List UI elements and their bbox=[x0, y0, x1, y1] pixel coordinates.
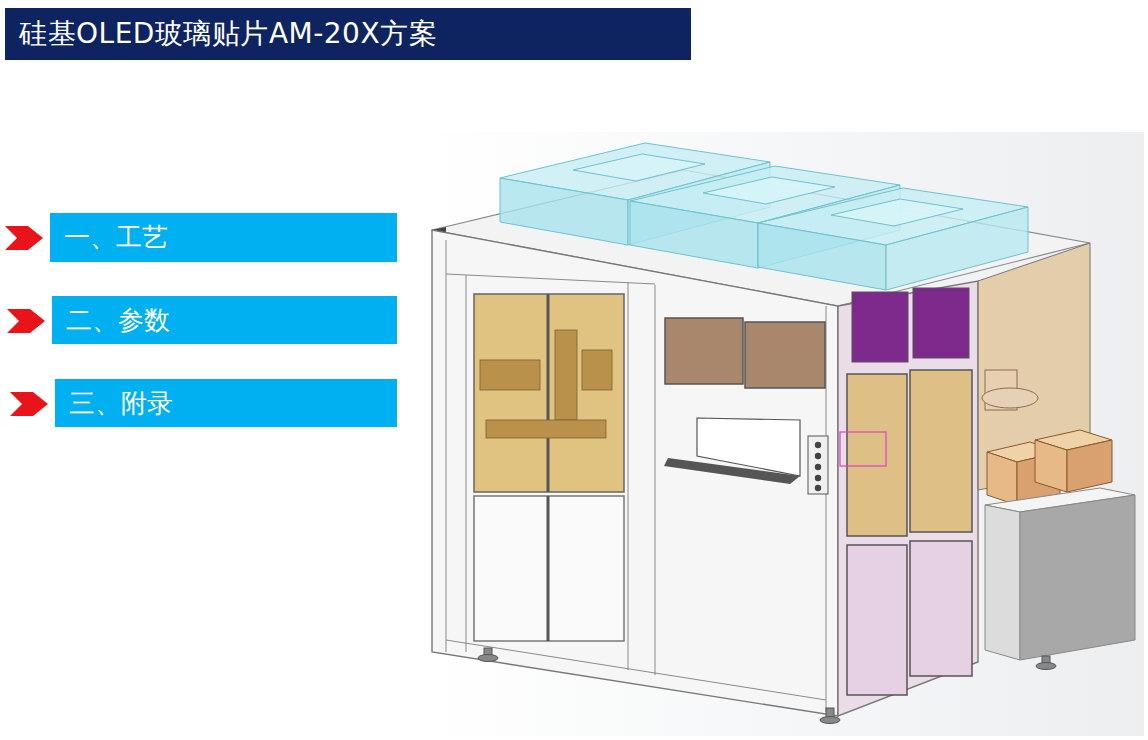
inner-mechanism bbox=[480, 330, 612, 438]
side-face bbox=[838, 281, 978, 716]
slot-tray bbox=[664, 458, 800, 484]
leveling-feet bbox=[478, 648, 1056, 724]
ffu-units bbox=[500, 143, 1028, 290]
side-window bbox=[910, 370, 972, 532]
render-ground bbox=[418, 132, 1144, 736]
menu-label: 二、参数 bbox=[66, 303, 170, 338]
title-bar: 硅基OLED玻璃贴片AM-20X方案 bbox=[5, 8, 691, 60]
purple-panel bbox=[852, 292, 908, 362]
side-lower-panel bbox=[847, 545, 907, 695]
pedestal bbox=[1020, 495, 1135, 660]
purple-panel bbox=[913, 288, 969, 358]
brown-panel bbox=[745, 322, 825, 388]
menu-box: 二、参数 bbox=[52, 296, 397, 344]
menu-box: 三、附录 bbox=[55, 379, 397, 427]
highlight-mark bbox=[840, 432, 886, 466]
front-window bbox=[474, 294, 624, 492]
menu-arrows bbox=[5, 226, 48, 416]
buttons bbox=[815, 442, 821, 491]
side-lower-panel bbox=[910, 541, 972, 676]
pedestal bbox=[985, 505, 1020, 660]
lower-panel bbox=[474, 496, 624, 641]
front-frame bbox=[446, 240, 826, 712]
button-panel bbox=[808, 436, 828, 494]
front-face bbox=[432, 230, 838, 716]
menu-box: 一、工艺 bbox=[50, 213, 397, 262]
side-window bbox=[847, 374, 907, 536]
brown-panel bbox=[665, 318, 743, 384]
window-mullion bbox=[547, 294, 550, 492]
extension-part bbox=[982, 388, 1038, 408]
menu-label: 三、附录 bbox=[69, 386, 173, 421]
panel-mullion bbox=[547, 496, 550, 641]
page-title: 硅基OLED玻璃贴片AM-20X方案 bbox=[19, 15, 437, 53]
menu-label: 一、工艺 bbox=[64, 220, 168, 255]
